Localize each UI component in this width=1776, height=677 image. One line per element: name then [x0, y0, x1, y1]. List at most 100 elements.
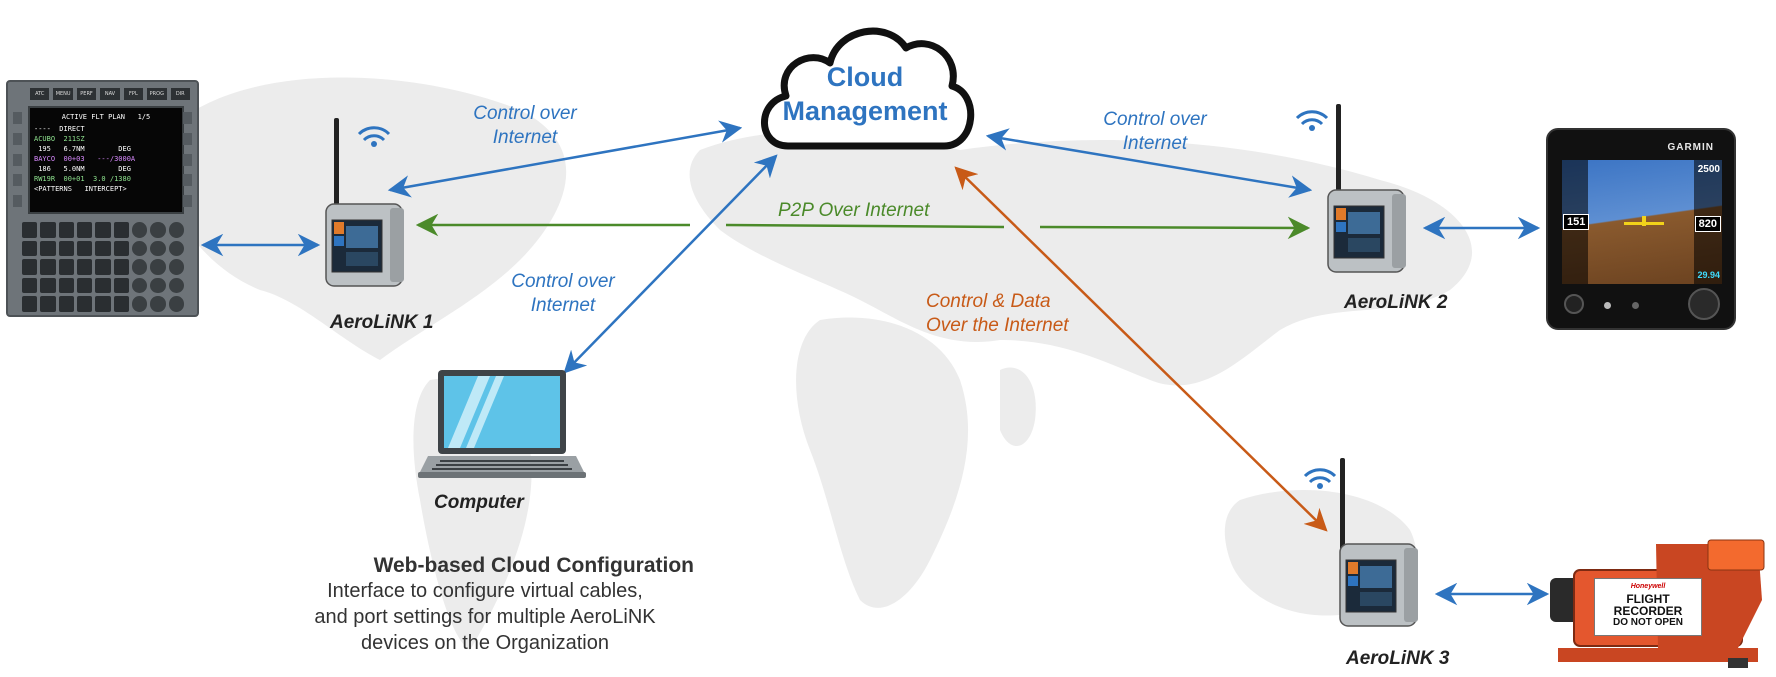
web-config-line2: and port settings for multiple AeroLiNK: [314, 606, 656, 628]
fms-key: [150, 240, 166, 257]
fms-top-key: DIR: [170, 88, 190, 100]
fms-key: [131, 296, 148, 312]
fms-keypad: [22, 222, 184, 312]
fms-screen: ACTIVE FLT PLAN 1/5 ---- DIRECT ACUBO 211…: [28, 106, 184, 214]
garmin-baro: 29.94: [1697, 270, 1720, 280]
fms-key: [150, 222, 166, 238]
fms-key: [76, 222, 93, 238]
fms-key: [113, 222, 129, 238]
web-config-block: Web-based Cloud Configuration Interface …: [272, 554, 698, 656]
fms-key: [95, 222, 111, 238]
fms-screen-line: <PATTERNS INTERCEPT>: [34, 185, 127, 193]
computer-label: Computer: [434, 492, 524, 513]
fms-key: [168, 277, 184, 294]
aerolink2-label: AeroLiNK 2: [1344, 292, 1448, 313]
arrow-cloud-aerolink3: [954, 166, 1328, 532]
fms-top-key: FPL: [123, 88, 144, 100]
laptop-icon: [418, 368, 586, 480]
fms-title: ACTIVE FLT PLAN 1/5: [61, 113, 151, 121]
fms-key: [58, 240, 74, 257]
fms-key: [168, 222, 184, 238]
fms-top-key: MENU: [53, 88, 73, 100]
garmin-brand: GARMIN: [1667, 142, 1714, 153]
flight-recorder: Honeywell FLIGHT RECORDER DO NOT OPEN: [1548, 530, 1770, 672]
cloud-label-line1: Cloud: [826, 62, 904, 92]
fms-key: [150, 259, 166, 275]
fms-key: [58, 296, 74, 312]
label-computer-cloud: Control over Internet: [511, 271, 615, 316]
recorder-label-panel: Honeywell FLIGHT RECORDER DO NOT OPEN: [1594, 578, 1702, 636]
fms-key: [95, 259, 111, 275]
fms-top-key: PERF: [76, 88, 97, 100]
label-aerolink3-cloud: Control & Data Over the Internet: [926, 291, 1069, 336]
fms-key: [131, 259, 148, 275]
arrow-computer-cloud: [563, 154, 778, 374]
fms-key: [95, 277, 111, 294]
fms-key: [58, 277, 74, 294]
garmin-display: GARMIN 151 2500 820 29.94: [1546, 128, 1736, 330]
label-aerolink2-cloud: Control over Internet: [1103, 109, 1207, 154]
fms-key: [168, 240, 184, 257]
garmin-alt-current: 820: [1694, 216, 1721, 232]
fms-key: [113, 259, 129, 275]
recorder-line2: RECORDER: [1613, 604, 1683, 618]
fms-top-key: NAV: [100, 88, 120, 100]
fms-key: [150, 296, 166, 312]
recorder-brand: Honeywell: [1630, 583, 1666, 590]
fms-screen-line: BAYCO 00+03 ---/3000A: [34, 155, 136, 163]
fms-key: [76, 296, 93, 312]
fms-key: [113, 240, 129, 257]
fms-key: [131, 277, 148, 294]
recorder-line1: FLIGHT: [1626, 592, 1670, 606]
fms-screen-line: 186 5.0NM DEG: [34, 165, 131, 173]
fms-screen-line: 195 6.7NM DEG: [34, 145, 131, 153]
cloud-label: Cloud Management: [760, 60, 970, 128]
recorder-line3: DO NOT OPEN: [1612, 617, 1683, 628]
aerolink2-device: [1294, 104, 1414, 276]
fms-key: [76, 240, 93, 257]
fms-key: [131, 222, 148, 238]
fms-key: [22, 296, 38, 312]
fms-key: [76, 259, 93, 275]
fms-key: [95, 240, 111, 257]
garmin-speed: 151: [1563, 214, 1590, 230]
fms-screen-line: RW19R 00+01 3.0 /1380: [34, 175, 131, 183]
fms-key: [113, 296, 129, 312]
aerolink1-label: AeroLiNK 1: [330, 312, 434, 333]
fms-key: [22, 222, 38, 238]
fms-screen-line: ---- DIRECT: [34, 125, 85, 133]
fms-key: [22, 277, 38, 294]
cloud-icon: [761, 27, 975, 150]
fms-key: [168, 296, 184, 312]
fms-key: [76, 277, 93, 294]
arrow-p2p-mid: [725, 223, 1005, 229]
cloud-label-line2: Management: [782, 96, 948, 126]
web-config-line3: devices on the Organization: [361, 632, 609, 654]
fms-screen-line: ACUBO 211SZ: [34, 135, 85, 143]
fms-key: [40, 277, 56, 294]
fms-key: [113, 277, 129, 294]
fms-key: [58, 259, 74, 275]
fms-top-key: ATC: [30, 88, 50, 100]
fms-key: [168, 259, 184, 275]
aerolink3-device: [1302, 458, 1432, 628]
web-config-title: Web-based Cloud Configuration: [373, 554, 694, 577]
fms-key: [22, 259, 38, 275]
fms-key: [40, 222, 56, 238]
web-config-line1: Interface to configure virtual cables,: [327, 580, 643, 602]
fms-top-key: PROG: [147, 88, 167, 100]
label-p2p: P2P Over Internet: [778, 200, 930, 221]
fms-key: [58, 222, 74, 238]
fms-key: [40, 259, 56, 275]
fms-key: [22, 240, 38, 257]
arrow-p2p-right: [1039, 216, 1311, 240]
fms-key: [95, 296, 111, 312]
aerolink1-device: [316, 118, 416, 288]
garmin-alt-target: 2500: [1697, 164, 1720, 175]
fms-key: [40, 240, 56, 257]
fms-key: [131, 240, 148, 257]
label-aerolink1-cloud: Control over Internet: [473, 103, 577, 148]
fms-key: [150, 277, 166, 294]
